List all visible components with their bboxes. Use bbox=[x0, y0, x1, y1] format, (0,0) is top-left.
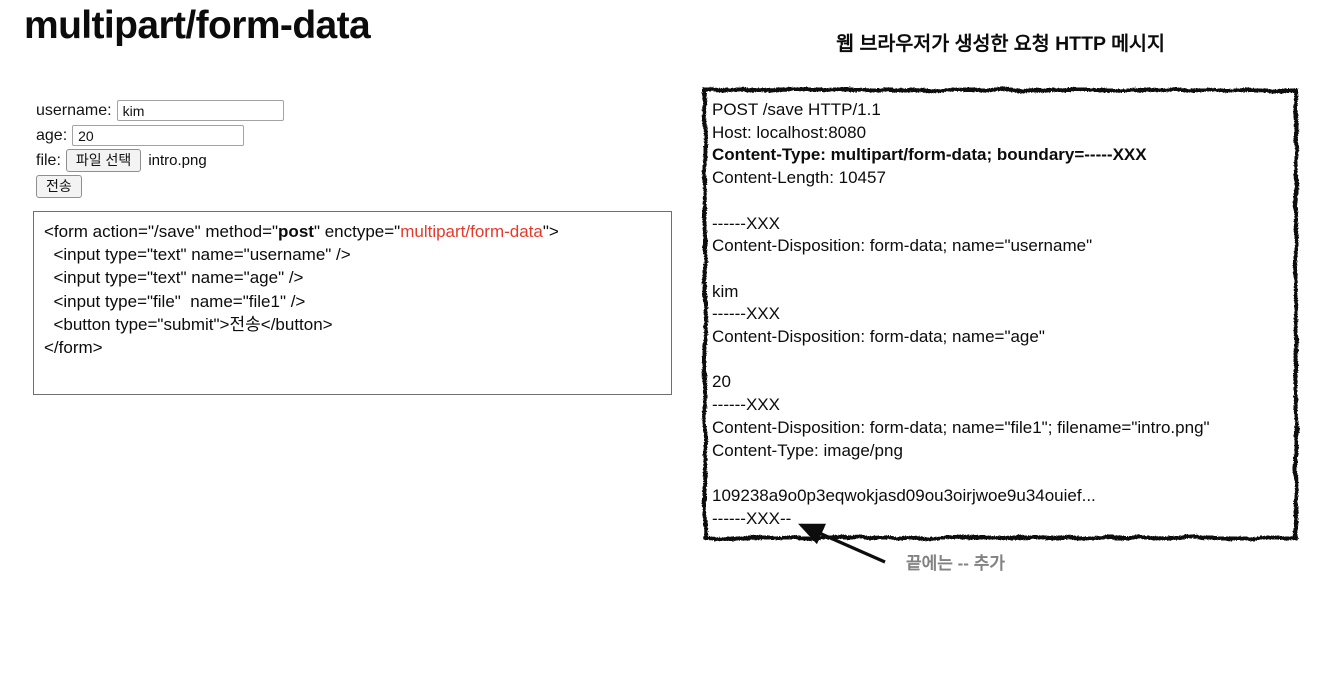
http-message-line: ------XXX bbox=[712, 213, 780, 233]
http-message-line: Content-Type: image/png bbox=[712, 440, 903, 460]
code-line: </form> bbox=[44, 338, 103, 358]
http-message-line: Content-Disposition: form-data; name="ag… bbox=[712, 327, 1045, 347]
http-message-line: ------XXX-- bbox=[712, 508, 792, 528]
form-row-file: file: 파일 선택 intro.png bbox=[36, 149, 207, 172]
annotation-arrow-icon bbox=[798, 523, 886, 564]
http-message-line: kim bbox=[712, 281, 739, 301]
http-message-line: ------XXX bbox=[712, 304, 780, 324]
http-message-line bbox=[712, 190, 1210, 213]
username-label: username: bbox=[36, 101, 112, 119]
code-line: <input type="file" name="file1" /> bbox=[44, 291, 306, 311]
username-input[interactable] bbox=[116, 100, 284, 121]
code-line: <button type="submit">전송</button> bbox=[44, 314, 333, 334]
form-code-lines: <form action="/save" method="post" encty… bbox=[44, 220, 559, 359]
form-row-age: age: bbox=[36, 125, 245, 146]
age-input[interactable] bbox=[72, 125, 245, 146]
http-message-line: Content-Type: multipart/form-data; bound… bbox=[712, 145, 1147, 165]
submit-button[interactable]: 전송 bbox=[36, 175, 82, 198]
file-select-button[interactable]: 파일 선택 bbox=[65, 149, 142, 172]
boundary-end-annotation: 끝에는 -- 추가 bbox=[906, 554, 1005, 573]
http-message-line: Content-Length: 10457 bbox=[712, 168, 886, 188]
age-label: age: bbox=[36, 126, 68, 144]
http-message-line bbox=[712, 462, 1210, 485]
file-label: file: bbox=[36, 151, 61, 169]
code-line: <input type="text" name="username" /> bbox=[44, 245, 351, 265]
http-message-line bbox=[712, 349, 1210, 372]
form-code-box: <form action="/save" method="post" encty… bbox=[33, 211, 672, 395]
form-row-username: username: bbox=[36, 100, 284, 121]
form-row-submit: 전송 bbox=[36, 175, 82, 198]
code-line: <input type="text" name="age" /> bbox=[44, 268, 304, 288]
http-panel-title: 웹 브라우저가 생성한 요청 HTTP 메시지 bbox=[836, 33, 1165, 55]
http-message-line: Content-Disposition: form-data; name="us… bbox=[712, 236, 1093, 256]
http-message-line: Host: localhost:8080 bbox=[712, 122, 867, 142]
page-title: multipart/form-data bbox=[24, 4, 371, 47]
http-message-line: ------XXX bbox=[712, 395, 780, 415]
sketchy-border bbox=[703, 88, 1298, 540]
http-message-line: 20 bbox=[712, 372, 731, 392]
http-message-line: 109238a9o0p3eqwokjasd09ou3oirjwoe9u34oui… bbox=[712, 485, 1096, 505]
code-line: <form action="/save" method="post" encty… bbox=[44, 222, 559, 241]
http-message-line: POST /save HTTP/1.1 bbox=[712, 100, 881, 119]
http-message-line bbox=[712, 258, 1210, 281]
selected-file-name: intro.png bbox=[148, 152, 207, 169]
demo-form: username: age: file: 파일 선택 intro.png 전송 bbox=[36, 100, 436, 204]
http-message-line: Content-Disposition: form-data; name="fi… bbox=[712, 417, 1210, 437]
